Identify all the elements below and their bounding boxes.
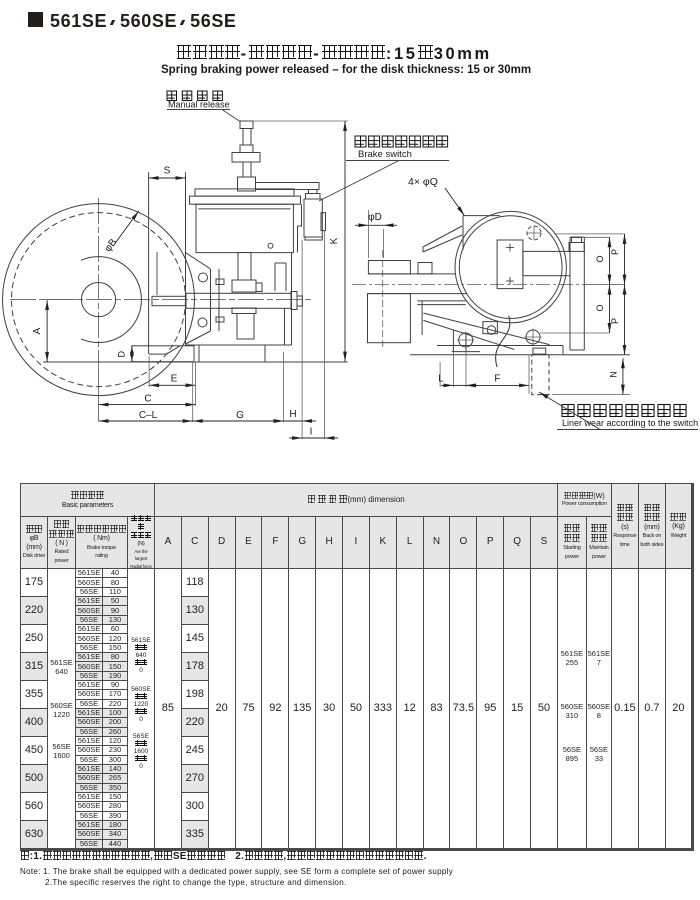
svg-text:I: I [310,427,313,438]
svg-text:φB: φB [103,237,120,254]
svg-text:K: K [329,237,340,244]
svg-text:Liner wear according to the sw: Liner wear according to the switch [562,418,698,428]
svg-text:A: A [32,327,43,334]
svg-text:O: O [595,304,605,311]
svg-text:C–L: C–L [139,410,158,421]
svg-text:Manual release: Manual release [168,100,230,110]
svg-text:H: H [289,409,296,420]
svg-text:N: N [609,371,619,378]
svg-text:D: D [117,350,127,357]
svg-text:L: L [438,374,444,385]
svg-text:G: G [236,410,244,421]
svg-text:φD: φD [368,212,382,223]
svg-text:4× φQ: 4× φQ [408,176,438,188]
svg-text:F: F [494,374,500,385]
svg-text:O: O [595,255,605,262]
svg-text:Brake switch: Brake switch [358,149,412,160]
svg-text:P: P [610,249,620,255]
svg-text:E: E [171,374,178,385]
svg-text:C: C [144,394,151,405]
svg-text:S: S [164,166,171,177]
svg-text:P: P [610,318,620,324]
